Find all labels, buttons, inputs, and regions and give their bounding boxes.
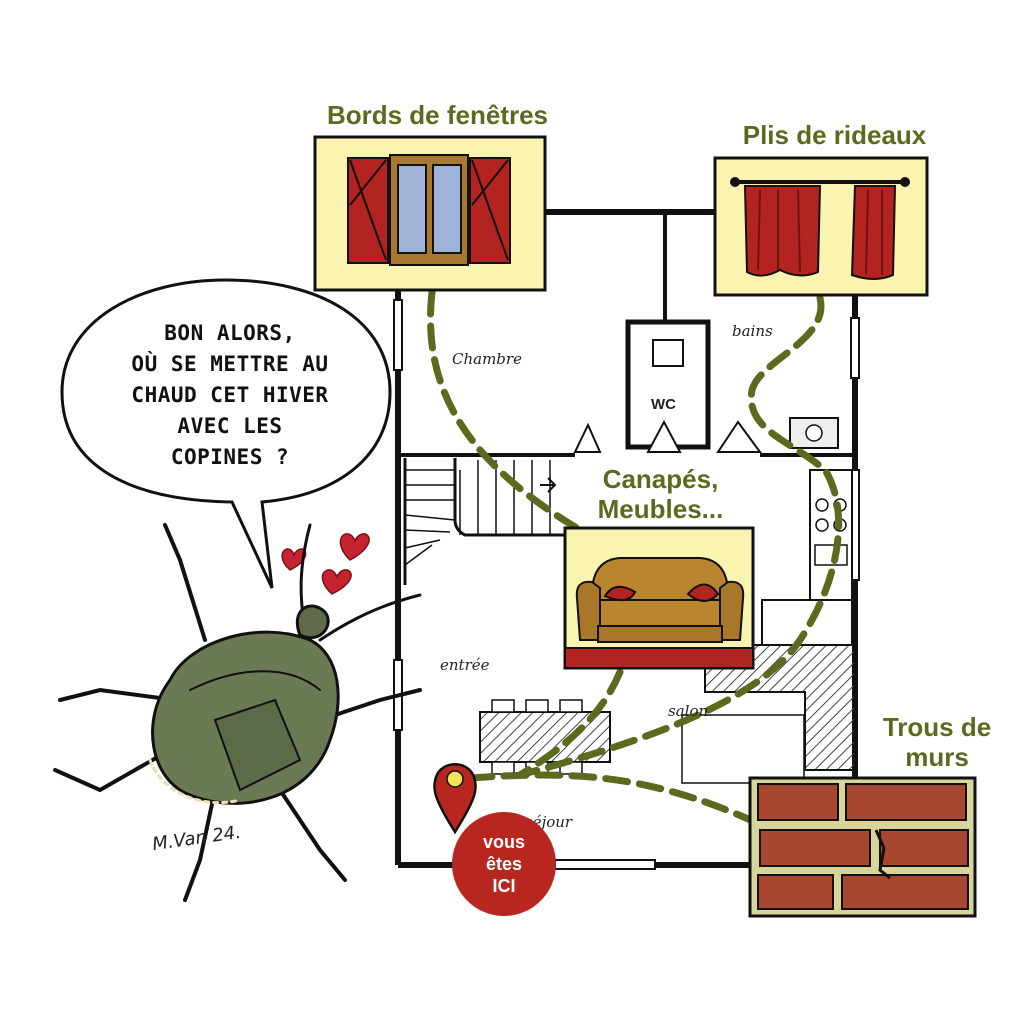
you-are-here-line1: vous	[482, 832, 525, 852]
room-label-wc: WC	[651, 396, 676, 413]
bricks-panel	[748, 776, 977, 918]
dining-table	[479, 699, 611, 775]
you-are-here-badge: vous êtes ICI	[452, 812, 556, 916]
room-label-entree: entrée	[440, 656, 490, 674]
furniture-label-line2: Meubles...	[597, 494, 724, 524]
stink-bug	[53, 523, 422, 902]
bubble-line: COPINES ?	[170, 445, 290, 469]
walls-label-line2: murs	[905, 742, 969, 772]
furniture-label-line1: Canapés,	[602, 464, 719, 494]
you-are-here-line2: êtes	[485, 854, 523, 874]
windows-panel	[313, 135, 547, 292]
bubble-line: AVEC LES	[177, 414, 283, 438]
room-label-salon: salon	[668, 702, 709, 720]
you-are-here-line3: ICI	[492, 876, 516, 896]
location-pin-icon	[433, 763, 477, 835]
speech-bubble-text: BON ALORS, OÙ SE METTRE AU CHAUD CET HIV…	[95, 318, 365, 473]
floor-plan	[393, 209, 860, 870]
curtains-label: Plis de rideaux	[742, 120, 927, 150]
room-label-chambre: Chambre	[452, 350, 522, 368]
furniture-label: Canapés, Meubles...	[578, 464, 743, 524]
speech-bubble	[60, 278, 392, 589]
furniture-panel	[563, 526, 755, 670]
bubble-line: BON ALORS,	[164, 321, 296, 345]
curtains-panel	[713, 156, 929, 297]
bubble-line: CHAUD CET HIVER	[131, 383, 329, 407]
staircase	[403, 458, 565, 585]
migration-paths	[427, 288, 843, 826]
walls-label-line1: Trous de	[882, 712, 992, 742]
windows-label: Bords de fenêtres	[326, 100, 549, 130]
heart-icons	[281, 533, 370, 595]
bubble-line: OÙ SE METTRE AU	[131, 352, 329, 376]
room-label-bains: bains	[732, 322, 773, 340]
walls-label: Trous de murs	[862, 712, 1012, 772]
